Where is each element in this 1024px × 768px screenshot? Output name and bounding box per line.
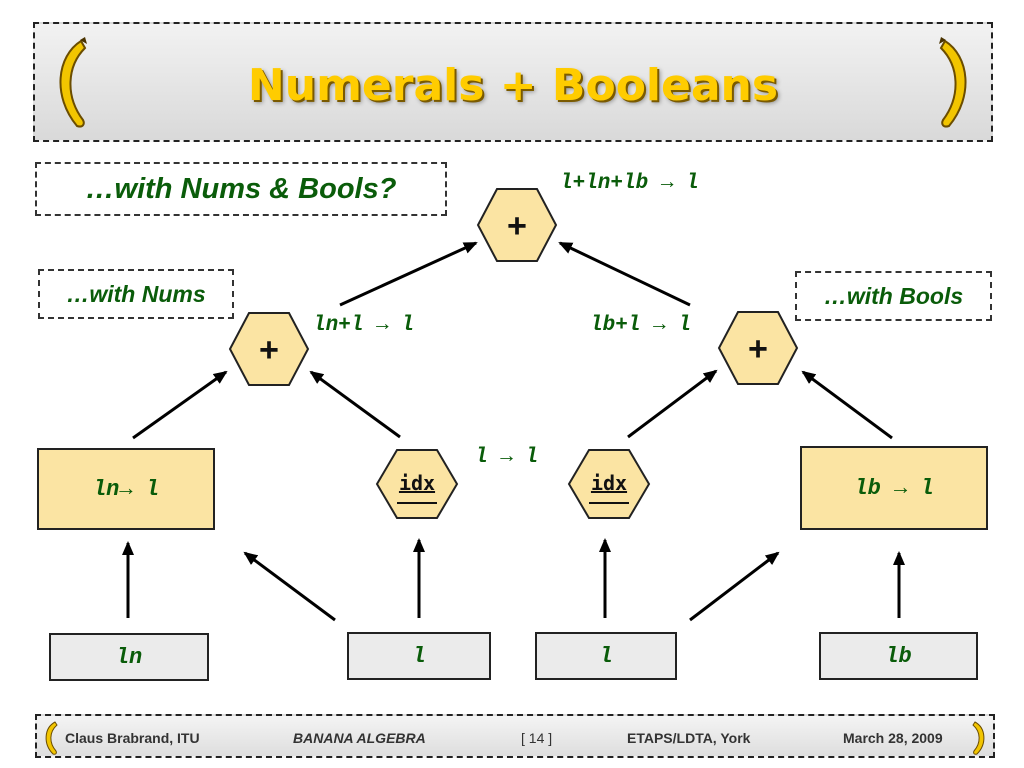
plus-left-label: + (259, 330, 279, 368)
edge-leftbox-to-leftplus (132, 370, 228, 440)
node-lb-box: lb → l (800, 446, 988, 530)
leaf-l-left: l (347, 632, 491, 680)
idx-right-label: idx (590, 471, 628, 495)
question-main: …with Nums & Bools? (35, 162, 447, 216)
banana-icon (59, 37, 87, 128)
edge-rightplus-to-top (558, 241, 691, 307)
node-ln-box: ln→ l (37, 448, 215, 530)
title-frame: Numerals + Booleans (33, 22, 993, 142)
idx-node-right (567, 449, 651, 519)
plus-node-right (717, 311, 799, 385)
plus-node-top (476, 188, 558, 262)
leaf-ln: ln (49, 633, 209, 681)
banana-icon (972, 721, 985, 755)
rule-right: lb+l → l (590, 314, 691, 337)
footer: Claus Brabrand, ITU BANANA ALGEBRA [ 14 … (35, 714, 995, 758)
edge-l2-to-rightbox (689, 551, 780, 622)
footer-venue: ETAPS/LDTA, York (627, 730, 751, 746)
page-title: Numerals + Booleans (247, 60, 779, 111)
edge-idx2-to-rightplus (627, 369, 718, 439)
footer-date: March 28, 2009 (843, 730, 943, 746)
footer-talk: BANANA ALGEBRA (293, 730, 426, 746)
idx-left-label: idx (398, 471, 436, 495)
edge-rightbox-to-rightplus (801, 370, 893, 440)
plus-node-left (228, 312, 310, 386)
banana-icon (45, 721, 58, 755)
question-bools: …with Bools (795, 271, 992, 321)
rule-left: ln+l → l (313, 314, 414, 337)
plus-top-label: + (507, 206, 527, 244)
banana-icon (939, 37, 967, 128)
footer-page: [ 14 ] (521, 730, 553, 746)
plus-right-label: + (748, 329, 768, 367)
idx-node-left (375, 449, 459, 519)
leaf-lb: lb (819, 632, 978, 680)
leaf-l-right: l (535, 632, 677, 680)
edge-idx1-to-leftplus (309, 370, 401, 439)
rule-mid: l → l (475, 446, 539, 469)
rule-top: l+ln+lb → l (560, 172, 699, 195)
edge-l1-to-leftbox (243, 551, 336, 622)
edge-leftplus-to-top (339, 241, 478, 307)
question-nums: …with Nums (38, 269, 234, 319)
footer-author: Claus Brabrand, ITU (65, 730, 200, 746)
